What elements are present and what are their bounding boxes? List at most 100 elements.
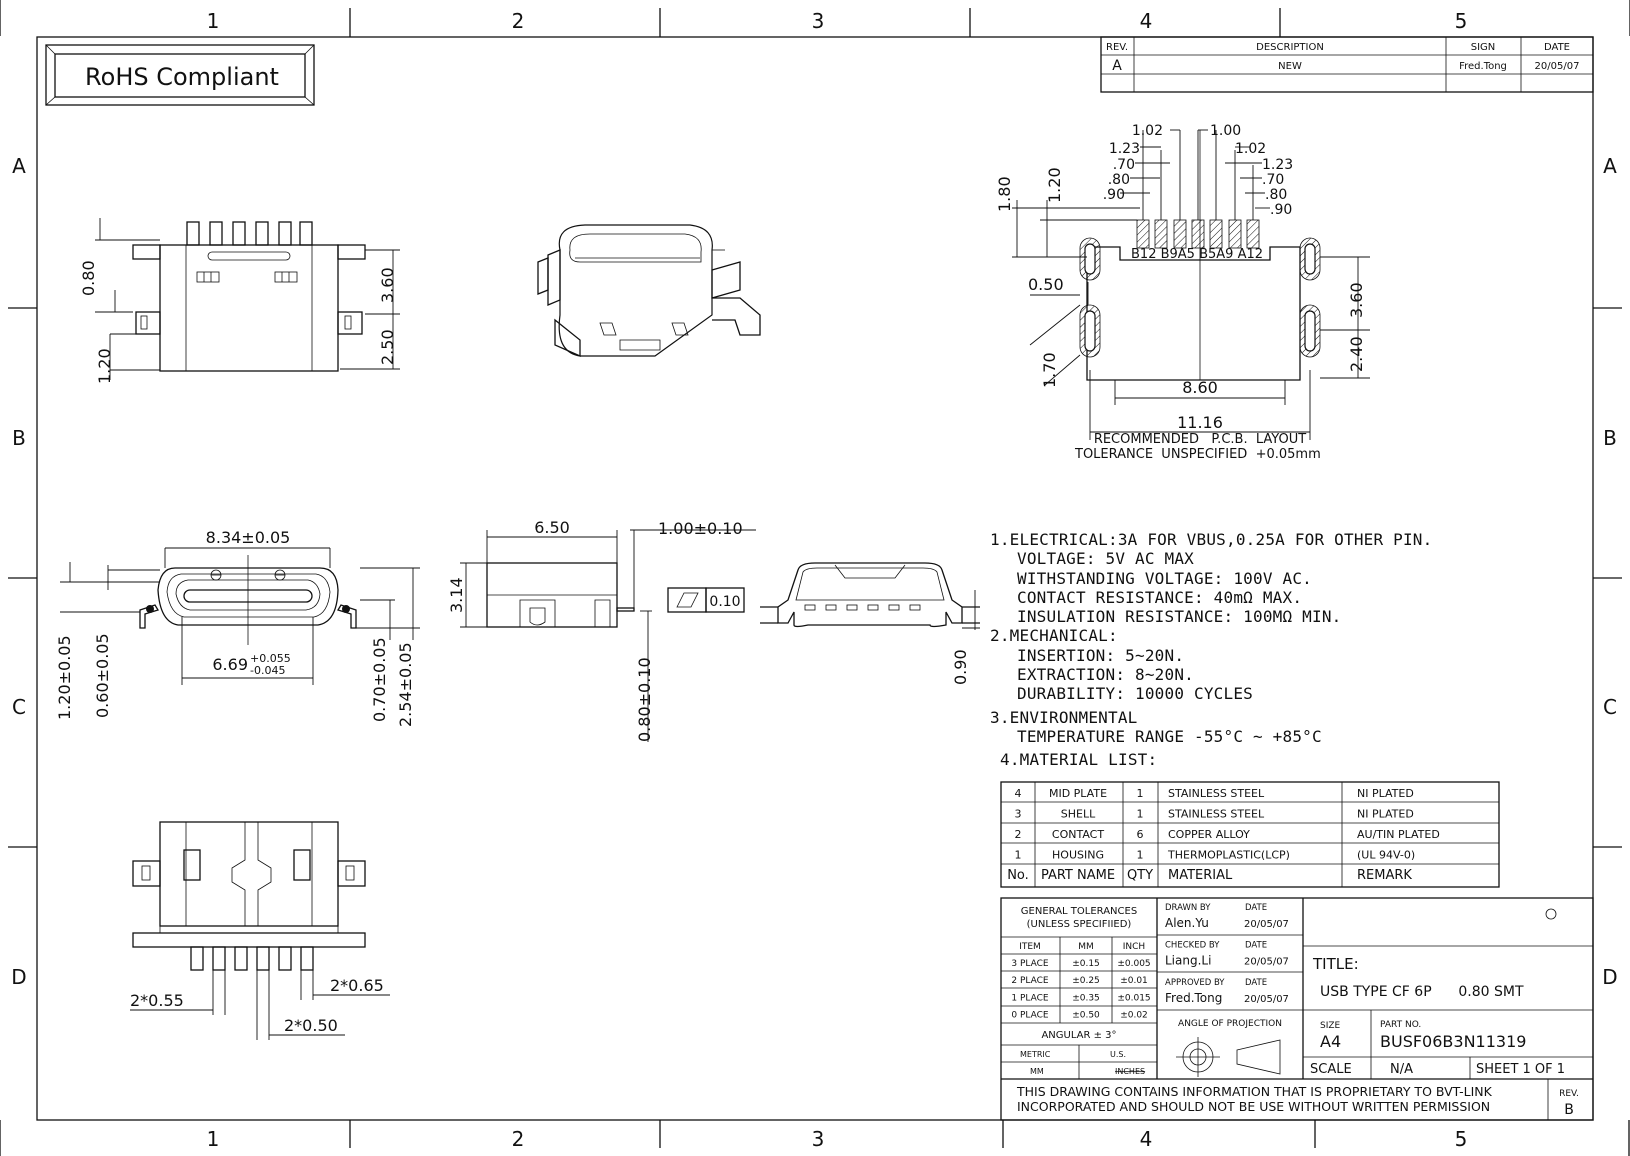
zone-row-d-right: D xyxy=(1602,965,1617,989)
material-cell: COPPER ALLOY xyxy=(1168,828,1250,841)
projection-label: ANGLE OF PROJECTION xyxy=(1178,1019,1282,1029)
projection-symbol: ANGLE OF PROJECTION xyxy=(1176,1019,1282,1077)
signature-role: APPROVED BY xyxy=(1165,978,1225,988)
pcb-dim-102-right: 1.02 xyxy=(1235,141,1266,157)
specification-notes: 1.ELECTRICAL:3A FOR VBUS,0.25A FOR OTHER… xyxy=(990,530,1510,770)
material-cell: STAINLESS STEEL xyxy=(1168,787,1265,800)
tolerance-cell: ±0.015 xyxy=(1117,993,1150,1003)
rev-label: REV. xyxy=(1559,1089,1579,1099)
material-list-table xyxy=(1000,781,1500,888)
front-dim-254: 2.54±0.05 xyxy=(396,642,415,727)
rear-view: 0.90 xyxy=(760,562,980,685)
isometric-view xyxy=(537,224,761,357)
side-dim-pin-thickness: 0.80±0.10 xyxy=(635,657,654,742)
pcb-dim-070-right: .70 xyxy=(1262,172,1284,188)
size-value: A4 xyxy=(1320,1032,1341,1051)
material-cell: NI PLATED xyxy=(1357,787,1414,800)
material-cell: (UL 94V-0) xyxy=(1357,849,1415,862)
signature-date: 20/05/07 xyxy=(1244,994,1289,1005)
pcb-dim-180: 1.80 xyxy=(995,176,1014,212)
side-dim-height: 3.14 xyxy=(447,577,466,613)
material-cell: THERMOPLASTIC(LCP) xyxy=(1167,849,1290,862)
pcb-dim-090-left: .90 xyxy=(1103,187,1125,203)
pcb-dim-050: 0.50 xyxy=(1028,275,1064,294)
front-dim-inner: 6.69 xyxy=(212,655,248,674)
material-cell: SHELL xyxy=(1061,808,1096,821)
signature-date-label: DATE xyxy=(1245,941,1267,951)
signature-name: Alen.Yu xyxy=(1165,916,1209,930)
note-electrical: 1.ELECTRICAL:3A FOR VBUS,0.25A FOR OTHER… xyxy=(990,530,1433,549)
tol-header-mm: MM xyxy=(1078,942,1094,952)
rev-sign: Fred.Tong xyxy=(1459,61,1507,72)
zone-col-5-top: 5 xyxy=(1455,9,1468,33)
tolerance-cell: ±0.005 xyxy=(1117,959,1150,969)
tolerance-cell: ±0.25 xyxy=(1072,976,1100,986)
signature-date: 20/05/07 xyxy=(1244,957,1289,968)
front-dim-060: 0.60±0.05 xyxy=(93,633,112,718)
material-cell: 4 xyxy=(1015,787,1022,800)
material-cell: REMARK xyxy=(1357,868,1412,883)
size-label: SIZE xyxy=(1320,1021,1341,1031)
title-label: TITLE: xyxy=(1312,955,1359,973)
rohs-stamp: RoHS Compliant xyxy=(45,44,315,106)
material-cell: 1 xyxy=(1015,849,1022,862)
title-block-right: TITLE: USB TYPE CF 6P 0.80 SMT SIZE A4 P… xyxy=(1016,955,1579,1118)
rev-header-rev: REV. xyxy=(1106,42,1128,53)
material-cell: 1 xyxy=(1137,849,1144,862)
tol-inches: INCHES xyxy=(1115,1067,1145,1076)
signature-name: Fred.Tong xyxy=(1165,991,1222,1005)
revision-table: REV. DESCRIPTION SIGN DATE A NEW Fred.To… xyxy=(1100,36,1594,93)
note-environmental: 3.ENVIRONMENTAL xyxy=(990,707,1138,727)
top-view-dim-360: 3.60 xyxy=(378,267,397,303)
material-cell: 1 xyxy=(1137,808,1144,821)
proprietary-line-2: INCORPORATED AND SHOULD NOT BE USE WITHO… xyxy=(1017,1099,1490,1114)
title-block-text: ANGULAR ± 3° METRIC U.S. MM INCHES xyxy=(1020,1030,1145,1076)
rev-date: 20/05/07 xyxy=(1535,61,1580,72)
signature-date-label: DATE xyxy=(1245,978,1267,988)
part-no-value: BUSF06B3N11319 xyxy=(1380,1032,1526,1051)
note-mechanical: 2.MECHANICAL: xyxy=(990,626,1118,646)
top-view-dim-120: 1.20 xyxy=(95,348,114,384)
tolerance-cell: 2 PLACE xyxy=(1011,976,1049,986)
rev-letter: B xyxy=(1564,1102,1574,1118)
zone-col-1-top: 1 xyxy=(207,9,220,33)
pcb-dim-240: 2.40 xyxy=(1347,336,1366,372)
front-dim-width: 8.34±0.05 xyxy=(206,528,291,547)
material-cell: HOUSING xyxy=(1052,849,1104,862)
tol-title-2: (UNLESS SPECIFIIED) xyxy=(1027,919,1132,930)
tolerance-cell: ±0.01 xyxy=(1120,976,1148,986)
front-dim-120: 1.20±0.05 xyxy=(55,635,74,720)
pcb-dim-080-left: .80 xyxy=(1108,172,1130,188)
front-dim-inner-minus: -0.045 xyxy=(250,664,285,677)
note-contact-resistance: CONTACT RESISTANCE: 40mΩ MAX. xyxy=(1017,587,1303,607)
material-cell: MATERIAL xyxy=(1168,868,1233,883)
zone-col-3-top: 3 xyxy=(812,9,825,33)
front-view: 8.34±0.05 6.69 +0.055 -0.045 1.20±0.05 0… xyxy=(55,528,420,727)
pcb-layout-caption: RECOMMENDED P.C.B. LAYOUT xyxy=(1094,432,1306,447)
pcb-pin-labels: B12 B9A5 B5A9 A12 xyxy=(1131,247,1263,262)
tol-angular: ANGULAR ± 3° xyxy=(1041,1030,1116,1041)
rev-header-description: DESCRIPTION xyxy=(1256,42,1324,53)
top-view: 0.80 1.20 3.60 2.50 xyxy=(79,218,400,384)
material-cell: CONTACT xyxy=(1052,828,1104,841)
top-view-dim-250: 2.50 xyxy=(378,329,397,365)
sheet-count: SHEET 1 OF 1 xyxy=(1476,1062,1565,1077)
tolerance-cell: 0 PLACE xyxy=(1011,1011,1049,1021)
rev-description: NEW xyxy=(1278,61,1302,72)
rev-header-date: DATE xyxy=(1544,42,1570,53)
tolerance-cell: 3 PLACE xyxy=(1011,959,1049,969)
rohs-label: RoHS Compliant xyxy=(85,63,279,91)
side-dim-length: 6.50 xyxy=(534,518,570,537)
material-cell: No. xyxy=(1007,868,1029,883)
pcb-dim-123-left: 1.23 xyxy=(1109,141,1140,157)
pcb-dim-100-right: 1.00 xyxy=(1210,123,1241,139)
note-voltage: VOLTAGE: 5V AC MAX xyxy=(1017,549,1194,569)
zone-col-2-bottom: 2 xyxy=(512,1127,525,1151)
proprietary-line-1: THIS DRAWING CONTAINS INFORMATION THAT I… xyxy=(1016,1084,1493,1099)
material-cell: 3 xyxy=(1015,808,1022,821)
rev-value: A xyxy=(1112,58,1122,74)
note-withstanding-voltage: WITHSTANDING VOLTAGE: 100V AC. xyxy=(1017,568,1312,588)
